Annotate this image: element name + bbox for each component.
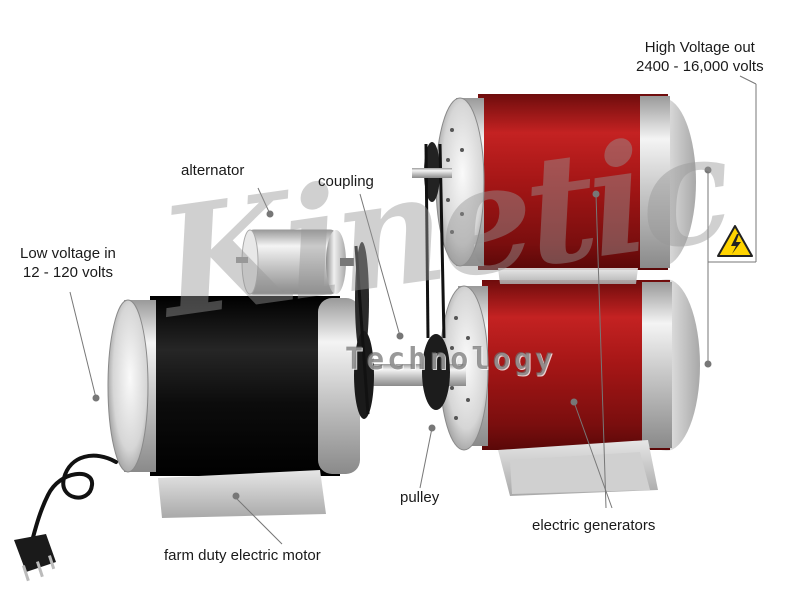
electric-generators-label: electric generators (532, 517, 656, 534)
annotation-lines (69, 75, 757, 545)
high-voltage-label: High Voltage out 2400 - 16,000 volts (636, 38, 764, 76)
farm-motor-body (150, 296, 340, 476)
upper-generator-rear-band (640, 96, 670, 268)
alternator-label: alternator (181, 162, 245, 179)
farm-motor-rear-cap (318, 298, 360, 474)
upper-generator-body (478, 94, 668, 270)
farm-motor (107, 296, 360, 518)
power-cord (14, 453, 118, 582)
lower-generator (439, 279, 700, 451)
low-voltage-label-line2: 12 - 120 volts (22, 264, 113, 281)
high-voltage-label-line1: High Voltage out (644, 39, 755, 56)
farm-motor-label: farm duty electric motor (164, 547, 321, 564)
farm-motor-stand (158, 470, 326, 518)
generator-stand (498, 268, 658, 496)
low-voltage-label: Low voltage in 12 - 120 volts (20, 244, 116, 282)
alternator-belt (354, 245, 370, 415)
plug-icon (14, 534, 56, 572)
lower-generator-pulley (422, 334, 450, 410)
pulley-label: pulley (400, 489, 440, 506)
alternator-body (236, 229, 354, 295)
farm-motor-end-cap (107, 299, 149, 473)
coupling-label: coupling (318, 173, 374, 190)
high-voltage-label-line2: 2400 - 16,000 volts (636, 58, 764, 75)
drive-assembly (354, 142, 466, 419)
lower-generator-rear-band (642, 282, 672, 448)
lower-generator-vents (450, 316, 470, 420)
upper-generator (435, 94, 696, 270)
lower-generator-body (482, 280, 670, 450)
low-voltage-label-line1: Low voltage in (20, 245, 116, 262)
upper-generator-vents (446, 128, 464, 234)
high-voltage-warning-icon (717, 225, 753, 257)
